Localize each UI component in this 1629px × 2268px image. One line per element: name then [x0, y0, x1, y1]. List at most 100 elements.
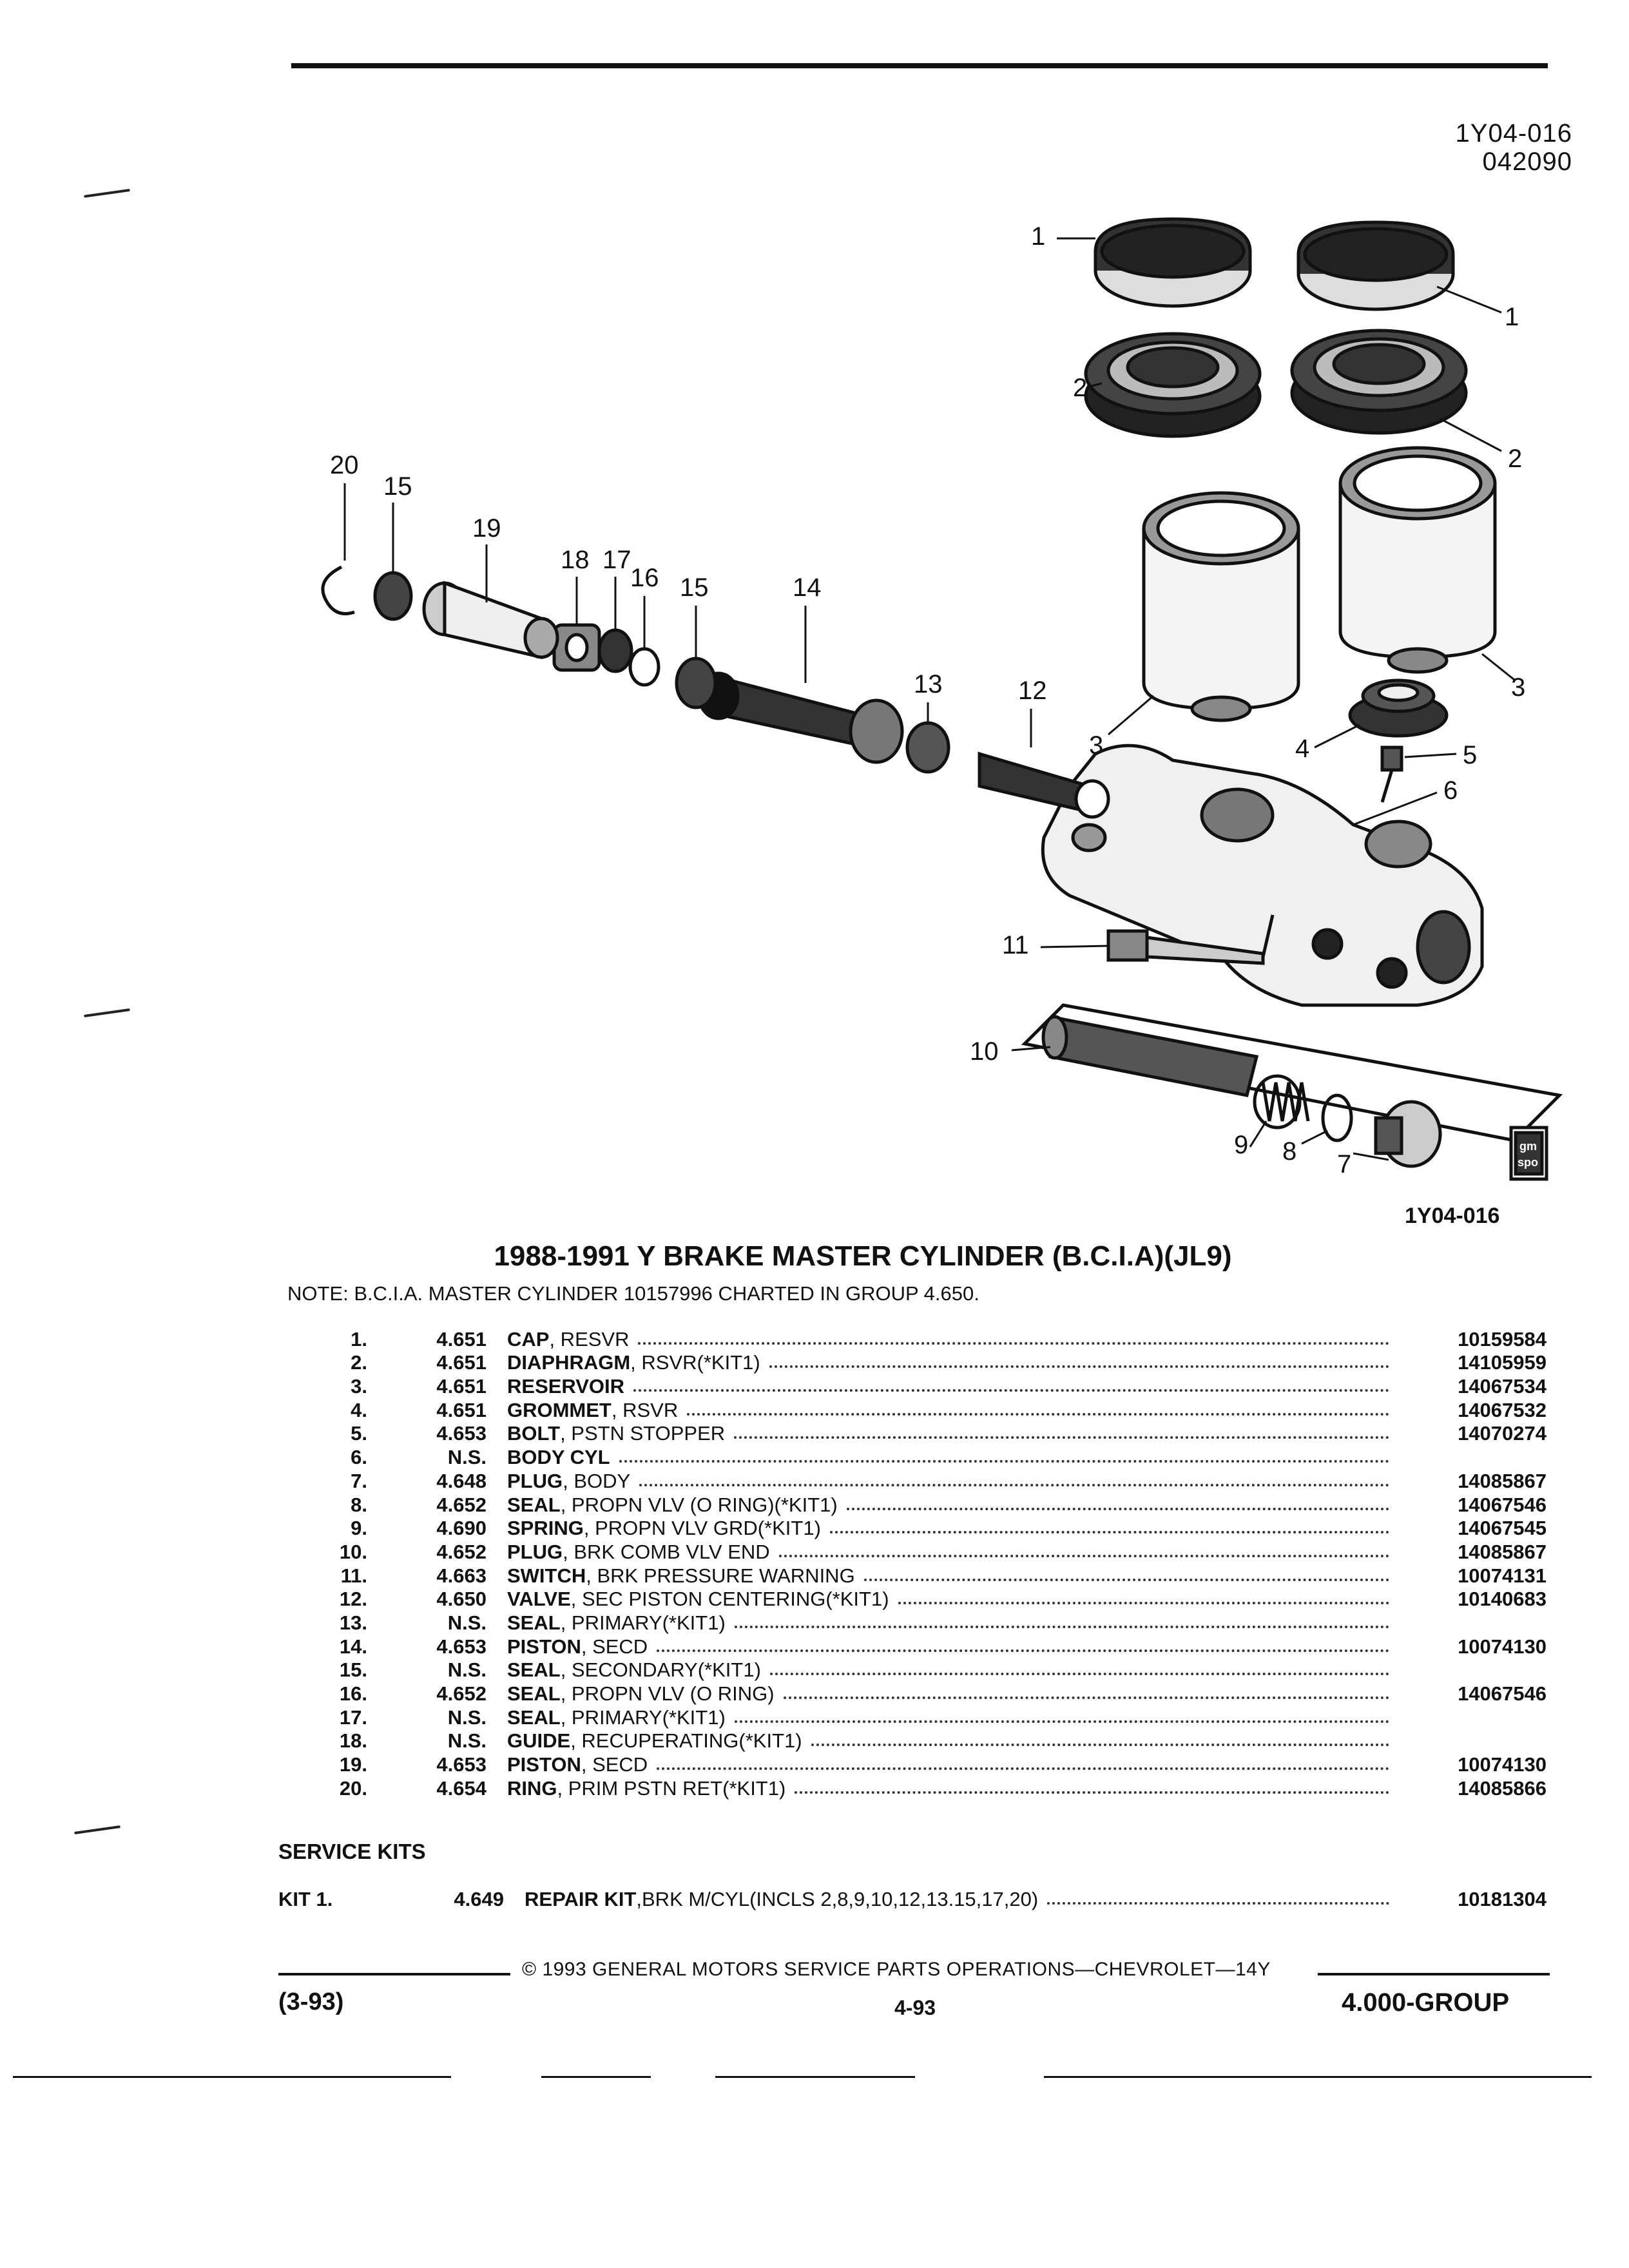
part-number: 14067545: [1458, 1517, 1547, 1540]
part-name: SWITCH: [507, 1564, 586, 1587]
leader-dots: [639, 1483, 1389, 1486]
part-description: GROMMET, RSVR: [487, 1399, 1398, 1422]
exploded-parts-diagram: 1 1 2 2 3 3 4 5 6 7 8 9 10 11 12 13 14 1…: [321, 217, 1563, 1181]
callout-label: 1: [1031, 222, 1045, 251]
part-description: GUIDE, RECUPERATING(*KIT1): [487, 1729, 1398, 1753]
leader-dots: [811, 1744, 1389, 1747]
part-detail: , RSVR(*KIT1): [630, 1351, 760, 1374]
leader-dots: [778, 1554, 1389, 1557]
part-name: BOLT: [507, 1422, 561, 1445]
gm-spo-logo-text: gm spo: [1518, 1140, 1538, 1169]
part-number: 14085866: [1458, 1776, 1547, 1800]
part-detail: , SECONDARY(*KIT1): [560, 1658, 761, 1682]
part-detail: , SECD: [581, 1635, 648, 1658]
part-description: SWITCH, BRK PRESSURE WARNING: [487, 1564, 1398, 1588]
part-index: 13.: [339, 1611, 367, 1634]
secondary-seal-part: [373, 571, 413, 621]
callout-label: 17: [602, 546, 631, 574]
part-group: N.S.: [447, 1706, 487, 1729]
part-detail: , PROPN VLV (O RING): [560, 1682, 775, 1705]
part-number: 10140683: [1458, 1588, 1547, 1611]
part-description: RING, PRIM PSTN RET(*KIT1): [487, 1777, 1398, 1800]
footer-rule-right: [1318, 1973, 1550, 1975]
plug-part: [1374, 1100, 1442, 1168]
diaphragm-part: [1084, 332, 1262, 438]
bottom-rule: [1044, 2076, 1592, 2078]
centering-valve-part: [978, 751, 1110, 819]
reservoir-part: [1338, 446, 1497, 674]
part-detail: , PRIMARY(*KIT1): [560, 1706, 726, 1729]
part-index: 8.: [351, 1493, 367, 1516]
illustration-codes: 1Y04-016 042090: [1456, 119, 1572, 176]
part-group: 4.650: [436, 1588, 487, 1611]
callout-label: 15: [680, 573, 709, 602]
part-number: 14085867: [1458, 1540, 1547, 1563]
part-group: 4.653: [436, 1635, 487, 1658]
part-index: 10.: [339, 1540, 367, 1563]
part-index: 15.: [339, 1658, 367, 1682]
callout-label: 16: [630, 564, 659, 592]
kit-name: REPAIR KIT: [525, 1888, 637, 1910]
part-description: DIAPHRAGM, RSVR(*KIT1): [487, 1351, 1398, 1374]
part-name: GUIDE: [507, 1729, 571, 1753]
part-detail: , PRIM PSTN RET(*KIT1): [557, 1776, 786, 1800]
gm-spo-logo: [1509, 1126, 1548, 1181]
part-description: PLUG, BRK COMB VLV END: [487, 1541, 1398, 1564]
part-index: 1.: [351, 1327, 367, 1350]
part-group: 4.652: [436, 1540, 487, 1563]
secondary-piston-part: [697, 671, 904, 764]
part-description: BODY CYL: [487, 1446, 1398, 1469]
diaphragm-part: [1290, 329, 1468, 435]
part-detail: , RESVR: [549, 1327, 630, 1350]
spring-part: [1253, 1074, 1310, 1129]
part-index: 6.: [351, 1446, 367, 1469]
part-group: 4.653: [436, 1422, 487, 1445]
kit-part-number: 10181304: [1458, 1888, 1547, 1910]
retaining-ring-part: [321, 565, 355, 615]
part-number: 14105959: [1458, 1351, 1547, 1374]
leader-dots: [769, 1365, 1389, 1369]
part-name: SEAL: [507, 1493, 561, 1516]
primary-seal-part: [905, 721, 950, 774]
leader-dots: [657, 1649, 1389, 1652]
part-group: 4.652: [436, 1493, 487, 1516]
callout-label: 11: [1002, 931, 1029, 959]
part-name: SEAL: [507, 1658, 561, 1682]
part-number: [1398, 1720, 1547, 1729]
leader-dots: [657, 1767, 1389, 1771]
part-group: N.S.: [447, 1446, 487, 1469]
part-name: SEAL: [507, 1611, 561, 1634]
leader-dots: [734, 1625, 1389, 1628]
part-number: 10074130: [1458, 1753, 1547, 1776]
bottom-rule: [715, 2076, 915, 2078]
leader-dots: [1047, 1902, 1389, 1905]
propn-valve-seal-part: [628, 647, 660, 687]
part-group: 4.651: [436, 1398, 487, 1421]
part-detail: , SEC PISTON CENTERING(*KIT1): [570, 1588, 889, 1611]
part-name: GROMMET: [507, 1398, 612, 1421]
callout-label: 18: [561, 546, 590, 574]
part-index: 2.: [351, 1351, 367, 1374]
part-description: SPRING, PROPN VLV GRD(*KIT1): [487, 1517, 1398, 1540]
margin-mark: [84, 1008, 130, 1017]
callout-label: 5: [1463, 741, 1477, 769]
part-detail: , BODY: [563, 1469, 631, 1492]
group-label: 4.000-GROUP: [1342, 1988, 1510, 2017]
margin-mark: [84, 189, 130, 198]
part-name: DIAPHRAGM: [507, 1351, 631, 1374]
revision-date: (3-93): [278, 1988, 344, 2015]
copyright-text: © 1993 GENERAL MOTORS SERVICE PARTS OPER…: [522, 1959, 1271, 1980]
part-description: PLUG, BODY: [487, 1470, 1398, 1493]
note-text: NOTE: B.C.I.A. MASTER CYLINDER 10157996 …: [287, 1282, 979, 1305]
kit-label: KIT 1.: [278, 1888, 333, 1910]
part-detail: , RECUPERATING(*KIT1): [570, 1729, 802, 1753]
part-number: 10074130: [1458, 1635, 1547, 1658]
part-row: 17.N.S.SEAL, PRIMARY(*KIT1): [296, 1706, 1547, 1729]
leader-dots: [769, 1673, 1389, 1676]
body-cylinder-part: [1041, 744, 1484, 1007]
